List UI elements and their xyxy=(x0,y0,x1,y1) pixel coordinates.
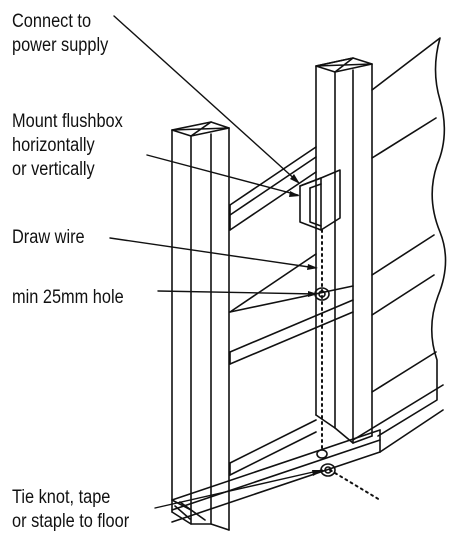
label-connect: Connect to power supply xyxy=(12,10,108,58)
label-mount-line1: Mount flushbox xyxy=(12,111,123,132)
draw-wire-leader xyxy=(109,237,317,269)
label-connect-line2: power supply xyxy=(12,35,109,56)
left-stud xyxy=(171,121,230,531)
draw-wire xyxy=(321,229,381,501)
label-connect-line1: Connect to xyxy=(12,11,92,32)
right-stud xyxy=(315,57,373,444)
mount-leader xyxy=(146,154,299,196)
leader-lines xyxy=(109,15,323,509)
label-tie-line1: Tie knot, tape xyxy=(12,487,111,508)
flush-box xyxy=(299,169,341,231)
label-mount: Mount flushbox horizontally or verticall… xyxy=(12,110,123,182)
hole-leader xyxy=(157,290,317,295)
label-mount-line3: or vertically xyxy=(12,159,95,180)
middle-nogging xyxy=(229,253,354,365)
top-nogging xyxy=(229,146,317,231)
label-tie-line2: or staple to floor xyxy=(12,511,130,532)
label-hole: min 25mm hole xyxy=(12,287,124,308)
label-draw-wire: Draw wire xyxy=(12,227,85,248)
lower-nogging xyxy=(229,419,317,476)
bottom-plate xyxy=(171,384,444,523)
label-tie: Tie knot, tape or staple to floor xyxy=(12,486,129,534)
wall-lining xyxy=(371,37,447,437)
connect-leader xyxy=(113,15,299,183)
label-mount-line2: horizontally xyxy=(12,135,95,156)
arrow-heads xyxy=(289,174,324,476)
tie-leader xyxy=(154,469,323,509)
